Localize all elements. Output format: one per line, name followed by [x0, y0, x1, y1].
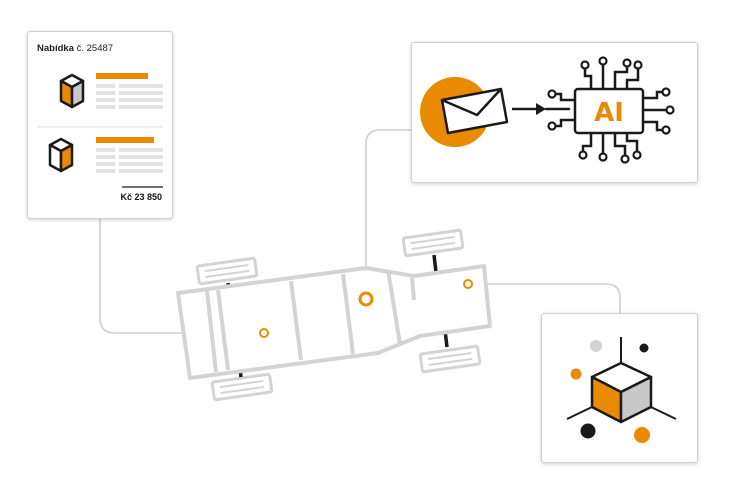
box-icon [48, 137, 74, 173]
network-node [580, 423, 596, 439]
box-icon [59, 73, 85, 109]
ai-chip-icon [544, 62, 669, 158]
connector-quote-to-chassis [99, 219, 258, 334]
chip-pin-ends [547, 56, 675, 164]
quote-title: Nabídka č. 25487 [37, 43, 113, 54]
quote-title-number: č. 25487 [73, 43, 114, 54]
connector-ai-to-chassis [365, 129, 411, 293]
network-node [570, 368, 582, 380]
network-node [590, 340, 602, 352]
wheel-front-top [401, 228, 465, 258]
point-marker-rear [259, 328, 269, 338]
vehicle-chassis [176, 264, 492, 380]
quote-items [37, 73, 163, 188]
connector-lines [99, 129, 621, 334]
wheel-rear-bottom [210, 372, 274, 402]
quote-total: Kč 23 850 [120, 192, 162, 202]
connector-chassis-to-cube [472, 283, 621, 313]
wheels [195, 228, 482, 402]
arrow-icon [512, 103, 546, 115]
point-marker-center [358, 291, 374, 307]
quote-title-bold: Nabídka [37, 43, 74, 54]
ai-card-graphic: AI [420, 56, 675, 164]
ai-card: AI [411, 42, 698, 183]
axle-front-top [432, 254, 438, 273]
network-node [639, 343, 649, 353]
cube-network-icon [566, 337, 677, 443]
point-marker-front [463, 279, 473, 289]
ai-label: AI [594, 98, 624, 128]
cube-card [541, 313, 698, 463]
envelope-icon [420, 77, 509, 147]
wheel-rear-top [195, 256, 259, 286]
wheel-front-bottom [418, 344, 482, 374]
network-node [634, 427, 650, 443]
quote-card: Nabídka č. 25487 [27, 31, 173, 219]
